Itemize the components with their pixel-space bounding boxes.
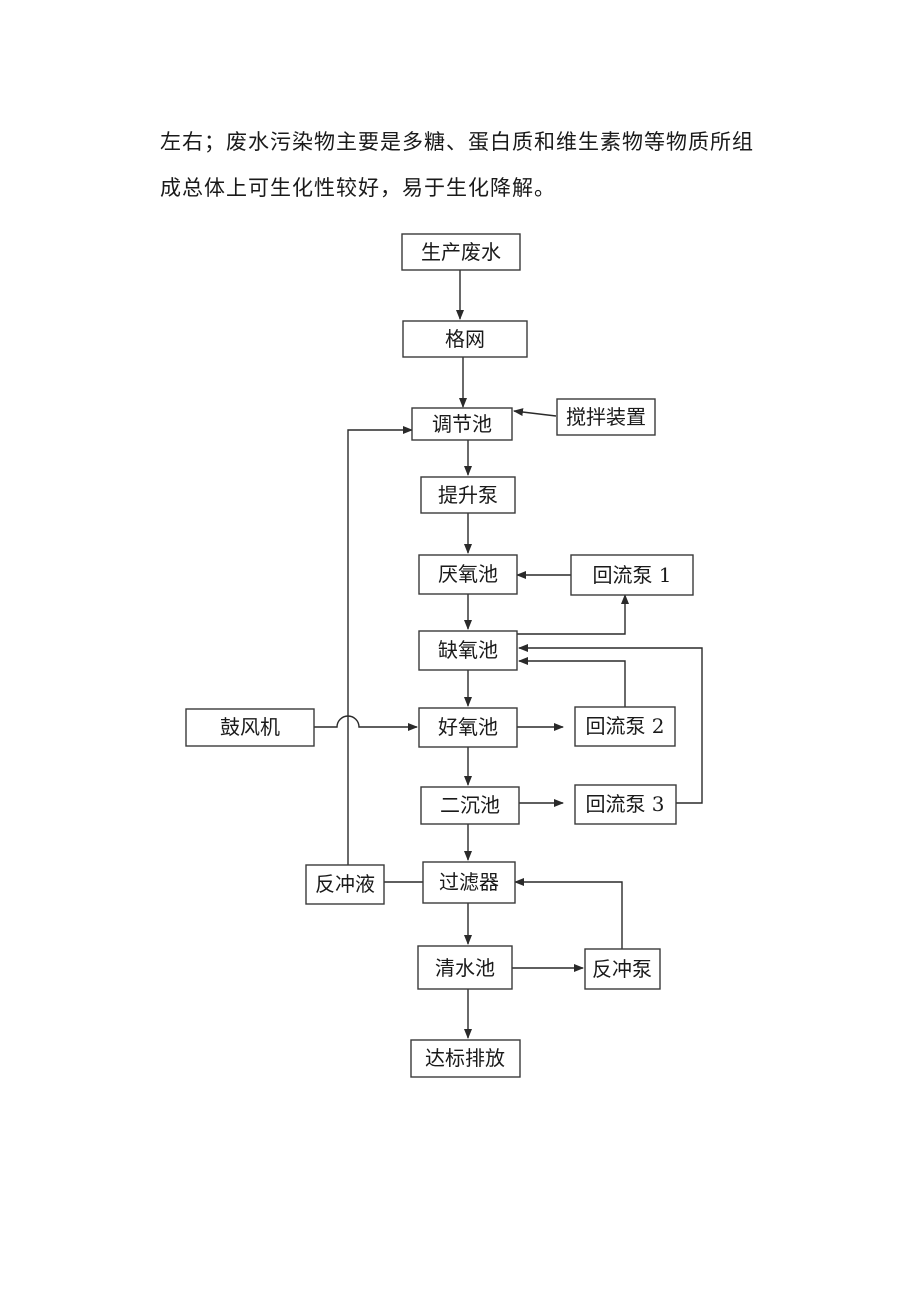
node-aerobic-label: 好氧池 — [438, 715, 498, 739]
node-equalization-label: 调节池 — [432, 412, 492, 436]
node-anoxic: 缺氧池 — [418, 630, 518, 671]
node-return-pump-1: 回流泵 1 — [570, 554, 694, 596]
node-filter-label: 过滤器 — [439, 870, 499, 894]
node-backwash-liquid: 反冲液 — [305, 864, 385, 905]
node-anoxic-label: 缺氧池 — [438, 638, 498, 662]
edge-backwash-liquid-to-equalization — [347, 426, 413, 865]
node-return-pump-1-label: 回流泵 1 — [592, 563, 671, 587]
node-return-pump-2: 回流泵 2 — [574, 706, 676, 747]
node-aerobic: 好氧池 — [418, 707, 518, 748]
node-return-pump-2-label: 回流泵 2 — [585, 714, 664, 738]
paragraph-line-2: 成总体上可生化性较好，易于生化降解。 — [160, 176, 556, 200]
edge-mixer-to-equalization — [513, 408, 557, 417]
paragraph-line-1: 左右；废水污染物主要是多糖、蛋白质和维生素物等物质所组 — [160, 130, 754, 154]
node-wastewater: 生产废水 — [401, 233, 521, 271]
node-filter: 过滤器 — [422, 861, 516, 904]
node-blower-label: 鼓风机 — [220, 715, 280, 739]
node-discharge-label: 达标排放 — [425, 1046, 505, 1070]
node-return-pump-3: 回流泵 3 — [574, 784, 677, 825]
node-lift-pump-label: 提升泵 — [438, 483, 498, 507]
node-secondary-clarifier-label: 二沉池 — [440, 793, 500, 817]
node-return-pump-3-label: 回流泵 3 — [585, 792, 664, 816]
edge-return3-to-anoxic — [518, 644, 703, 804]
node-secondary-clarifier: 二沉池 — [420, 786, 520, 825]
node-equalization: 调节池 — [411, 407, 513, 441]
edge-backwash-pump-to-filter — [514, 878, 623, 949]
node-clear-water-label: 清水池 — [435, 956, 495, 980]
node-wastewater-label: 生产废水 — [421, 240, 501, 264]
edge-anoxic-to-return1 — [517, 594, 629, 635]
flow-edges — [314, 270, 703, 1039]
node-screen-label: 格网 — [445, 327, 485, 351]
node-discharge: 达标排放 — [410, 1039, 521, 1078]
node-backwash-liquid-label: 反冲液 — [315, 872, 375, 896]
node-anaerobic: 厌氧池 — [418, 554, 518, 595]
node-anaerobic-label: 厌氧池 — [438, 562, 498, 586]
node-blower: 鼓风机 — [185, 708, 315, 747]
edge-return2-to-anoxic — [518, 657, 626, 707]
node-mixer-label: 搅拌装置 — [566, 405, 646, 429]
node-mixer: 搅拌装置 — [556, 398, 656, 436]
node-lift-pump: 提升泵 — [420, 476, 516, 514]
node-backwash-pump: 反冲泵 — [584, 948, 661, 990]
node-clear-water: 清水池 — [417, 945, 513, 990]
edge-blower-to-aerobic — [314, 715, 418, 731]
node-backwash-pump-label: 反冲泵 — [592, 957, 652, 981]
node-screen: 格网 — [402, 320, 528, 358]
